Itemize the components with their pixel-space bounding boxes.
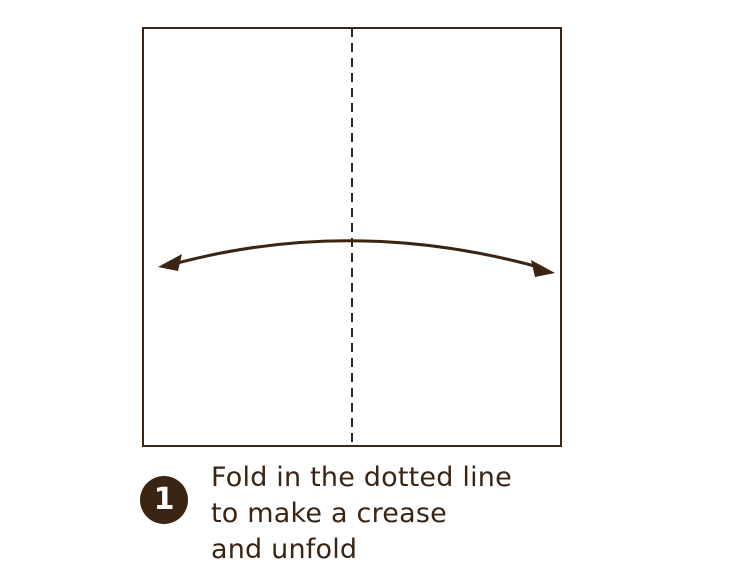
- arrow-head-right-icon: [531, 260, 555, 277]
- instruction-line-2: to make a crease: [211, 498, 447, 529]
- arrow-head-left-icon: [158, 254, 182, 271]
- instruction-line-3: and unfold: [211, 534, 358, 565]
- instruction-line-1: Fold in the dotted line: [211, 462, 512, 493]
- step-number-badge: 1: [140, 476, 188, 524]
- step-instruction: 1 Fold in the dotted line to make a crea…: [140, 458, 620, 578]
- fold-arrow-curve: [169, 239, 543, 270]
- instruction-text: Fold in the dotted line to make a crease…: [211, 460, 611, 568]
